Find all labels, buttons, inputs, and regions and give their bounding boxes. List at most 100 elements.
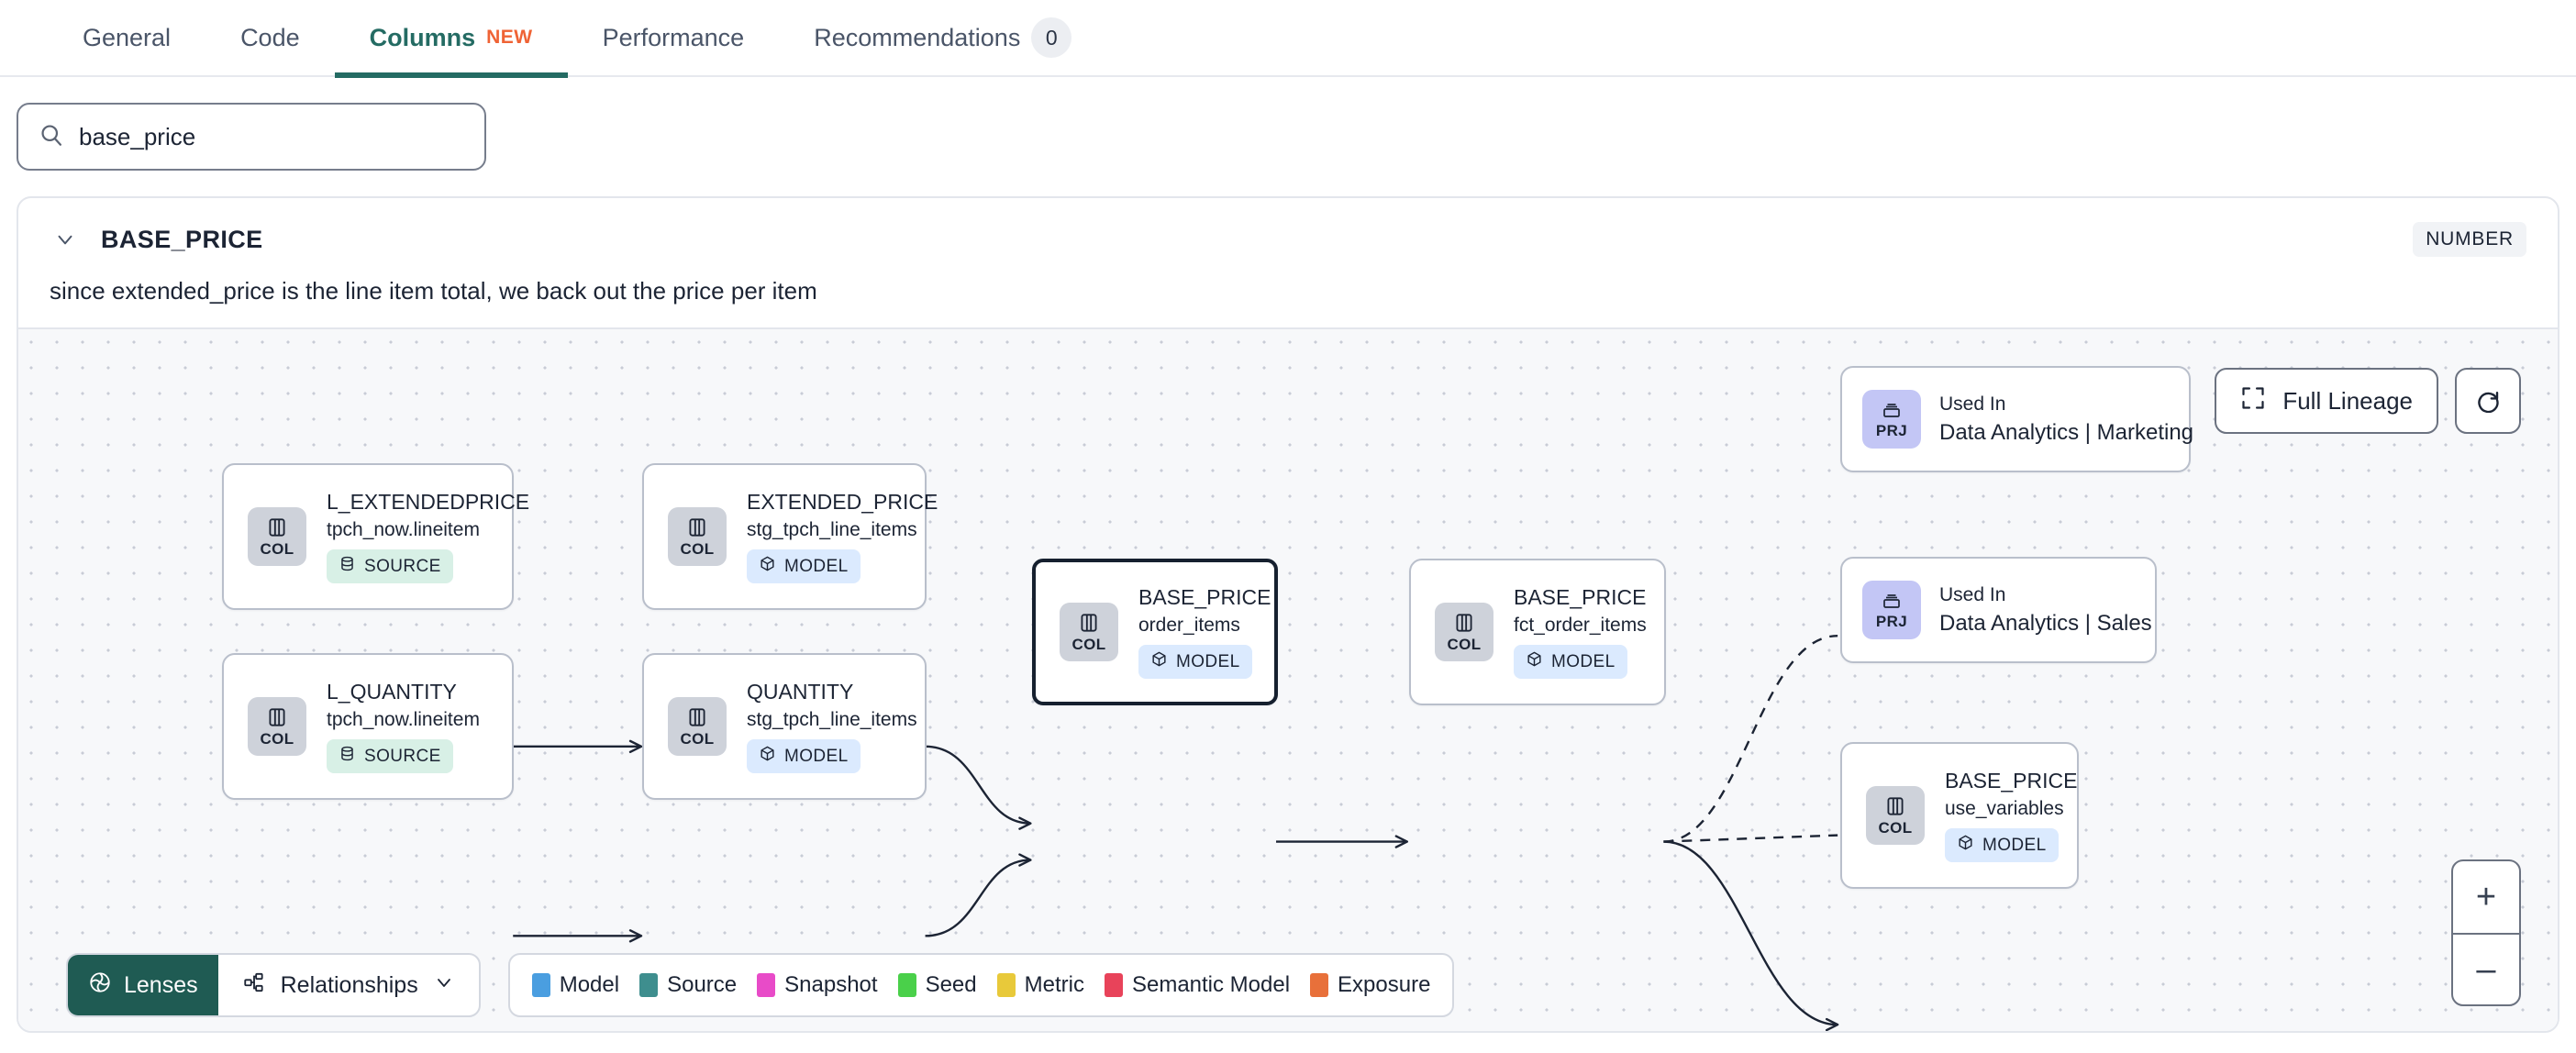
column-icon [265, 515, 289, 539]
legend-swatch [897, 973, 916, 997]
node-kind-tag: MODEL [1945, 828, 2059, 862]
lineage-node-project-marketing[interactable]: PRJ Used In Data Analytics | Marketing [1840, 366, 2193, 472]
col-chip: COL [1060, 603, 1118, 661]
tab-new-badge: NEW [486, 27, 533, 48]
tab-performance[interactable]: Performance [568, 0, 780, 76]
lineage-node-project-sales[interactable]: PRJ Used In Data Analytics | Sales [1840, 557, 2157, 663]
node-subtitle: tpch_now.lineitem [327, 519, 480, 540]
node-kind-label: MODEL [784, 746, 849, 766]
recommendations-count-badge: 0 [1031, 17, 1072, 58]
prj-chip-label: PRJ [1875, 612, 1908, 630]
legend-swatch [1104, 973, 1123, 997]
node-kind-tag: MODEL [1138, 645, 1252, 679]
column-icon [685, 705, 709, 729]
node-type-legend: Model Source Snapshot Seed Metric [507, 953, 1455, 1017]
node-kind-label: MODEL [1551, 651, 1616, 671]
node-kind-label: MODEL [784, 556, 849, 576]
col-chip: COL [248, 507, 306, 566]
node-name: BASE_PRICE [1138, 585, 1271, 609]
full-lineage-label: Full Lineage [2282, 386, 2413, 415]
database-icon [339, 555, 356, 578]
tab-code[interactable]: Code [205, 0, 335, 76]
search-input[interactable] [79, 122, 464, 151]
legend-label: Source [667, 972, 738, 997]
node-subtitle: order_items [1138, 615, 1240, 636]
node-subtitle: stg_tpch_line_items [747, 519, 917, 540]
col-chip-label: COL [260, 539, 294, 558]
column-detail-panel: BASE_PRICE NUMBER since extended_price i… [17, 196, 2559, 1033]
node-name: QUANTITY [747, 680, 854, 704]
cube-icon [759, 745, 776, 768]
legend-item-snapshot: Snapshot [757, 972, 878, 998]
zoom-controls: + – [2451, 859, 2521, 1006]
lineage-node-base-price-use-variables[interactable]: COL BASE_PRICE use_variables MODEL [1840, 742, 2079, 889]
tab-bar: General Code Columns NEW Performance Rec… [0, 0, 2576, 78]
project-icon [1881, 590, 1903, 612]
node-kind-label: SOURCE [364, 746, 441, 766]
database-icon [339, 745, 356, 768]
node-kind-label: SOURCE [364, 556, 441, 576]
legend-item-source: Source [639, 972, 737, 998]
tab-label: General [83, 23, 172, 51]
tab-general[interactable]: General [48, 0, 205, 76]
node-kind-tag: MODEL [1514, 645, 1627, 679]
node-kind-label: MODEL [1982, 835, 2047, 855]
prj-chip-label: PRJ [1875, 421, 1908, 439]
lineage-node-l-quantity[interactable]: COL L_QUANTITY tpch_now.lineitem SOURCE [222, 653, 514, 800]
tab-recommendations[interactable]: Recommendations 0 [779, 0, 1106, 76]
zoom-out-button[interactable]: – [2453, 933, 2519, 1004]
canvas-toolbar: Full Lineage [2215, 368, 2521, 434]
col-chip: COL [1435, 603, 1493, 661]
aperture-icon [88, 970, 112, 1001]
legend-swatch [996, 973, 1016, 997]
node-subtitle: use_variables [1945, 798, 2064, 819]
legend-item-metric: Metric [996, 972, 1084, 998]
column-icon [1077, 611, 1101, 635]
lineage-node-base-price-fct-order-items[interactable]: COL BASE_PRICE fct_order_items MODEL [1409, 559, 1666, 705]
lineage-node-base-price-order-items[interactable]: COL BASE_PRICE order_items MODEL [1032, 559, 1278, 705]
zoom-in-button[interactable]: + [2475, 877, 2497, 916]
column-description: since extended_price is the line item to… [50, 277, 817, 305]
legend-item-exposure: Exposure [1310, 972, 1430, 998]
full-lineage-button[interactable]: Full Lineage [2215, 368, 2438, 434]
legend-label: Snapshot [784, 972, 878, 997]
lineage-canvas[interactable]: COL L_EXTENDEDPRICE tpch_now.lineitem SO… [18, 327, 2558, 1031]
refresh-button[interactable] [2455, 368, 2521, 434]
node-name: L_QUANTITY [327, 680, 457, 704]
refresh-icon [2474, 385, 2502, 417]
relationships-dropdown[interactable]: Relationships [218, 955, 479, 1015]
col-chip: COL [668, 507, 727, 566]
project-used-in-label: Used In [1939, 393, 2006, 415]
node-name: L_EXTENDEDPRICE [327, 490, 530, 514]
tab-columns[interactable]: Columns NEW [334, 0, 568, 78]
tab-label: Code [240, 23, 300, 51]
relationships-label: Relationships [280, 971, 418, 998]
lenses-label: Lenses [124, 971, 198, 998]
lineage-node-quantity[interactable]: COL QUANTITY stg_tpch_line_items MODEL [642, 653, 927, 800]
legend-swatch [639, 973, 659, 997]
node-subtitle: stg_tpch_line_items [747, 709, 917, 730]
col-chip-label: COL [1447, 635, 1482, 653]
chevron-down-icon[interactable] [50, 224, 81, 255]
legend-item-seed: Seed [897, 972, 977, 998]
search-box[interactable] [17, 103, 486, 171]
tab-label: Recommendations [814, 23, 1021, 51]
project-used-in-label: Used In [1939, 583, 2006, 605]
lineage-node-l-extendedprice[interactable]: COL L_EXTENDEDPRICE tpch_now.lineitem SO… [222, 463, 530, 610]
lenses-button[interactable]: Lenses [68, 955, 218, 1015]
node-subtitle: tpch_now.lineitem [327, 709, 480, 730]
column-icon [1452, 611, 1476, 635]
node-kind-tag: MODEL [747, 549, 861, 583]
lineage-node-extended-price[interactable]: COL EXTENDED_PRICE stg_tpch_line_items M… [642, 463, 938, 610]
column-icon [265, 705, 289, 729]
prj-chip: PRJ [1862, 581, 1921, 639]
lineage-edges [513, 634, 1839, 1031]
legend-item-semantic-model: Semantic Model [1104, 972, 1290, 998]
legend-swatch [531, 973, 550, 997]
column-type-badge: NUMBER [2413, 222, 2526, 257]
tab-label: Columns [369, 23, 476, 51]
col-chip-label: COL [680, 729, 715, 748]
chevron-down-icon [433, 971, 455, 1000]
legend-label: Model [559, 972, 620, 997]
cube-icon [759, 555, 776, 578]
